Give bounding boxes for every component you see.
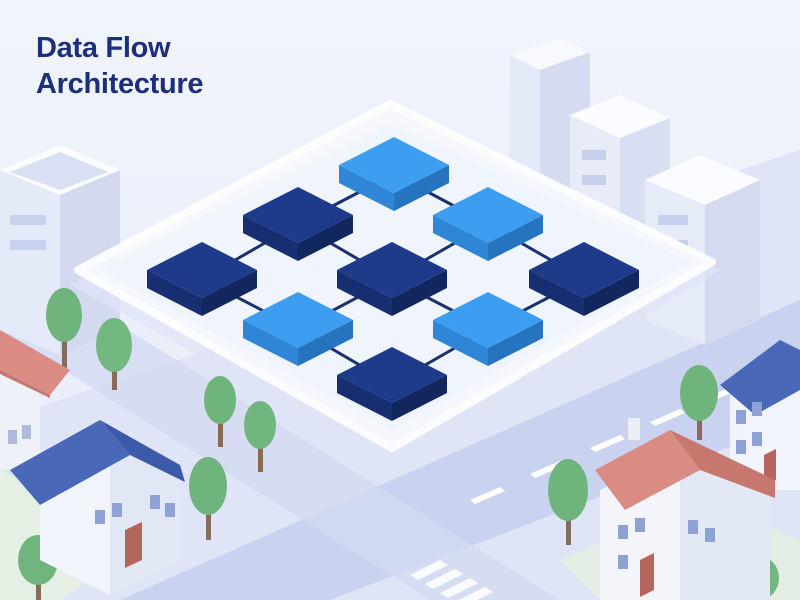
house-blue-left — [10, 420, 185, 595]
node-n2 — [243, 187, 353, 261]
tree — [204, 376, 236, 447]
road-cross — [0, 250, 560, 600]
trees-left — [18, 288, 227, 600]
node-n3 — [433, 187, 543, 261]
node-layer — [147, 137, 639, 421]
node-n5 — [337, 242, 447, 316]
diagram-title: Data Flow Architecture — [36, 30, 204, 102]
node-n7 — [243, 292, 353, 366]
house-red-right — [595, 418, 775, 600]
tree — [189, 457, 227, 540]
node-n6 — [529, 242, 639, 316]
node-n4 — [147, 242, 257, 316]
house-red-left — [0, 330, 70, 470]
tree — [548, 459, 588, 545]
tree — [244, 401, 276, 472]
crosswalk — [410, 560, 493, 600]
tree — [680, 365, 718, 440]
title-line-1: Data Flow — [36, 32, 171, 64]
node-n1 — [339, 137, 449, 211]
tree — [46, 288, 82, 370]
node-n8 — [433, 292, 543, 366]
trees-middle — [204, 376, 276, 472]
node-n9 — [337, 347, 447, 421]
house-blue-right — [720, 340, 800, 490]
title-line-2: Architecture — [36, 68, 204, 100]
tree — [96, 318, 132, 390]
road-diagonal — [120, 300, 800, 600]
